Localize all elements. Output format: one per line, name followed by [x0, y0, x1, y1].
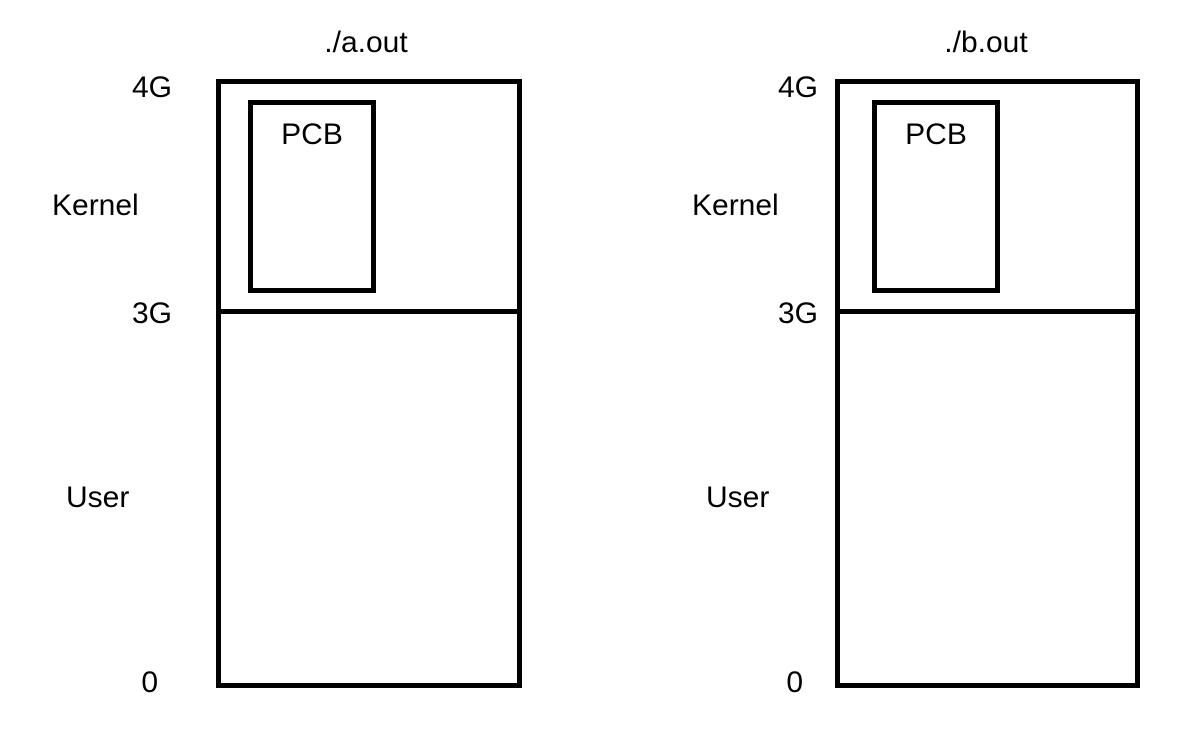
process-b-kernel-label: Kernel — [692, 189, 779, 222]
process-a-pcb-label: PCB — [281, 118, 343, 151]
process-b-4g-label: 4G — [777, 71, 818, 104]
process-b-0-label: 0 — [786, 666, 803, 699]
process-a-address-space: ./a.out 4G Kernel 3G User 0 PCB — [0, 0, 560, 734]
process-a-user-label: User — [66, 481, 130, 514]
process-b-3g-label: 3G — [777, 297, 818, 330]
process-a-title: ./a.out — [324, 26, 408, 59]
process-a-4g-label: 4G — [131, 71, 172, 104]
process-b-user-label: User — [706, 481, 770, 514]
process-a-kernel-label: Kernel — [52, 189, 139, 222]
process-b-pcb-box: PCB — [872, 100, 1000, 293]
process-a-0-label: 0 — [141, 666, 158, 699]
process-a-kernel-user-divider — [216, 309, 522, 314]
process-b-kernel-user-divider — [835, 309, 1140, 314]
process-a-3g-label: 3G — [131, 297, 172, 330]
process-b-pcb-label: PCB — [905, 118, 967, 151]
process-a-pcb-box: PCB — [248, 100, 376, 293]
process-b-address-space: ./b.out 4G Kernel 3G User 0 PCB — [620, 0, 1180, 734]
process-b-title: ./b.out — [944, 26, 1028, 59]
